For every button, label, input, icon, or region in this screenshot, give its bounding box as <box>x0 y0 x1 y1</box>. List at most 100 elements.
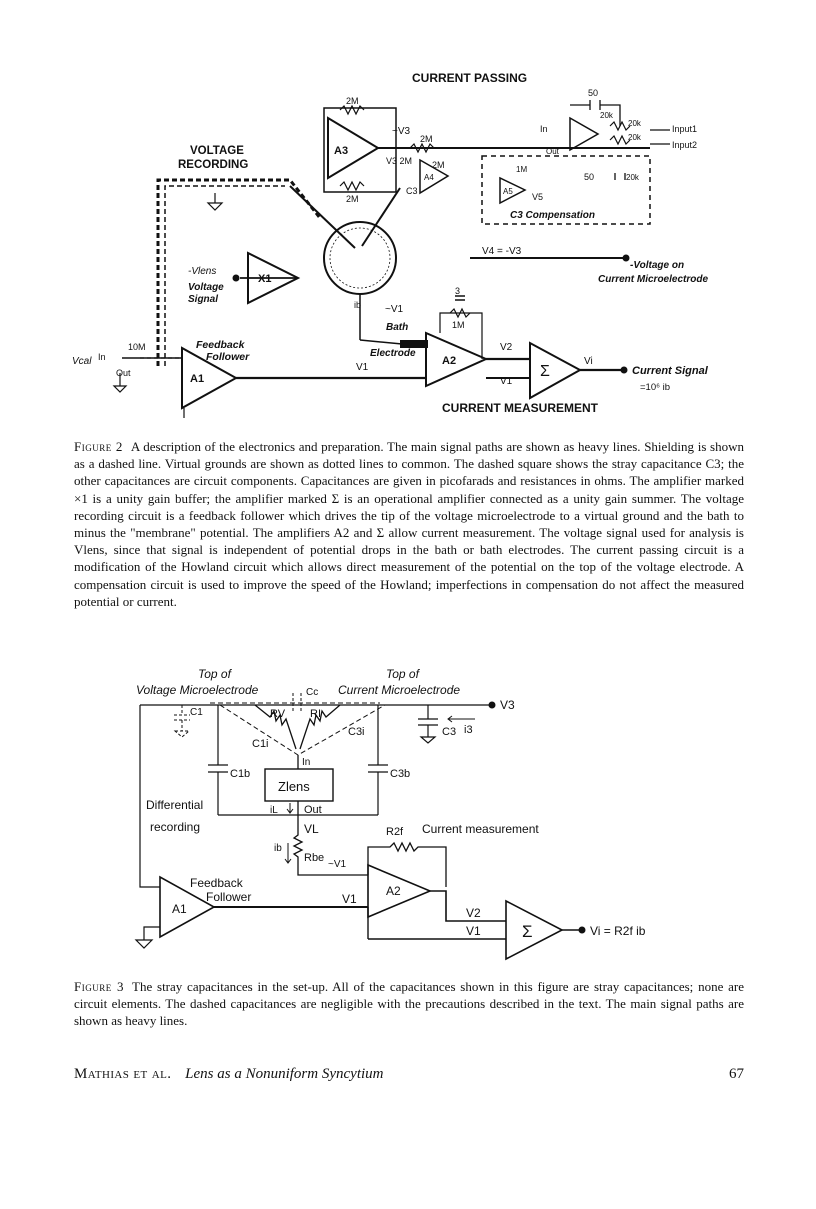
label-voltage-signal: Voltage <box>188 282 224 293</box>
label-voltage-on: -Voltage on <box>630 260 684 271</box>
label-v4: V4 = -V3 <box>482 246 522 257</box>
label-follower: Follower <box>206 351 250 363</box>
fig3-label-top-of-c: Top of <box>386 667 421 681</box>
label-10m: 10M <box>128 342 146 352</box>
figure-3-caption-lead: Figure 3 <box>74 979 125 994</box>
label-1m-b: 1M <box>516 165 527 174</box>
label-a4: A4 <box>424 173 434 182</box>
label-v1: V1 <box>356 362 369 373</box>
label-input1: Input1 <box>672 124 697 134</box>
figure-2-caption-lead: Figure 2 <box>74 439 123 454</box>
fig3-label-v3: V3 <box>500 698 515 712</box>
fig3-label-c3i: C3i <box>348 726 365 738</box>
figure-3-circuit-diagram: Top of Voltage Microelectrode Top of Cur… <box>134 667 646 961</box>
label-20k-b: 20k <box>628 119 642 128</box>
fig3-label-current-measurement: Current measurement <box>422 822 539 836</box>
label-2m-b: 2M <box>346 194 359 204</box>
label-electrode: Electrode <box>370 348 416 359</box>
page-number: 67 <box>729 1066 744 1082</box>
fig3-label-rbe: Rbe <box>304 852 324 864</box>
label-v5: V5 <box>532 192 543 202</box>
label-vi: Vi <box>584 356 593 367</box>
label-vcal: Vcal <box>72 356 92 367</box>
label-x1: X1 <box>258 273 271 285</box>
label-20k-a: 20k <box>600 111 614 120</box>
fig3-label-r2f: R2f <box>386 826 404 838</box>
fig3-label-c1i: C1i <box>252 738 269 750</box>
amplifier-a3 <box>327 116 380 180</box>
label-v2: V2 <box>500 342 513 353</box>
label-a2: A2 <box>442 355 456 367</box>
fig3-label-sigma: Σ <box>522 922 533 941</box>
fig3-label-vi-eq: Vi = R2f ib <box>590 924 646 938</box>
fig3-label-top-of-v: Top of <box>198 667 233 681</box>
fig3-label-feedback: Feedback <box>190 876 244 890</box>
fig3-label-differential: Differential <box>146 798 203 812</box>
fig3-label-in: In <box>302 757 310 768</box>
label-current-passing: CURRENT PASSING <box>412 71 527 85</box>
label-20k-c: 20k <box>628 133 642 142</box>
label-a3: A3 <box>334 145 348 157</box>
fig3-label-v1a: V1 <box>342 892 357 906</box>
label-20k-d: 20k <box>626 173 640 182</box>
label-ib: ib <box>354 300 361 310</box>
fig3-label-a1: A1 <box>172 902 187 916</box>
label-signal: Signal <box>188 294 218 305</box>
label-bath: Bath <box>386 322 408 333</box>
label-sigma: Σ <box>540 363 550 380</box>
label-cap-50: 50 <box>588 88 598 98</box>
label-cap-50b: 50 <box>584 172 594 182</box>
fig3-label-voltage-micro: Voltage Microelectrode <box>136 683 259 697</box>
label-current-signal-scale: =10⁶ ib <box>640 382 670 393</box>
zlens-box <box>264 768 334 802</box>
fig3-label-c3b: C3b <box>390 768 410 780</box>
label-2m-c: 2M <box>420 134 433 144</box>
fig3-label-ib: ib <box>274 843 282 854</box>
label-a5: A5 <box>503 187 513 196</box>
label-input2: Input2 <box>672 140 697 150</box>
summer-sigma <box>529 341 583 400</box>
fig3-label-c3: C3 <box>442 726 456 738</box>
label-c3: C3 <box>406 186 418 196</box>
footer-title: Lens as a Nonuniform Syncytium <box>185 1066 384 1082</box>
lens-preparation <box>323 221 397 295</box>
label-a1: A1 <box>190 373 204 385</box>
label-1m: 1M <box>452 320 465 330</box>
fig3-label-il: iL <box>270 805 278 816</box>
label-neg-v1: ~V1 <box>385 304 404 315</box>
label-c3-compensation: C3 Compensation <box>510 210 595 221</box>
label-2m-d: 2M <box>432 160 445 170</box>
fig3-label-rv: RV <box>270 708 286 720</box>
label-feedback: Feedback <box>196 339 246 351</box>
fig3-label-c1: C1 <box>190 707 203 718</box>
figure-3-caption-text: The stray capacitances in the set-up. Al… <box>74 979 744 1029</box>
amplifier-a1 <box>181 346 239 410</box>
fig3-label-recording: recording <box>150 820 200 834</box>
label-in-right: In <box>540 124 548 134</box>
fig3-amplifier-a1 <box>159 875 216 939</box>
fig3-label-cc: Cc <box>306 687 318 698</box>
label-cap-3: 3 <box>455 286 460 296</box>
fig3-label-zlens: Zlens <box>278 779 310 794</box>
fig3-label-a2: A2 <box>386 884 401 898</box>
fig3-label-out: Out <box>304 804 322 816</box>
label-2m-a: 2M <box>346 96 359 106</box>
figure-2-circuit-diagram: CURRENT PASSING VOLTAGE RECORDING CURREN… <box>72 71 709 418</box>
fig3-label-v2: V2 <box>466 906 481 920</box>
label-in: In <box>98 352 106 362</box>
fig3-label-v1b: V1 <box>466 924 481 938</box>
fig3-label-ri: RI <box>310 708 321 720</box>
label-out-right: Out <box>546 147 560 156</box>
fig3-label-current-micro: Current Microelectrode <box>338 683 460 697</box>
label-recording: RECORDING <box>178 159 248 171</box>
amplifier-a4 <box>419 158 450 195</box>
figure-2-caption-text: A description of the electronics and pre… <box>74 439 744 609</box>
label-out: Out <box>116 368 131 378</box>
amplifier-a6 <box>569 116 600 152</box>
fig3-label-c1b: C1b <box>230 768 250 780</box>
fig3-label-i3: i3 <box>464 724 473 736</box>
fig3-label-neg-v1: ~V1 <box>328 859 347 870</box>
